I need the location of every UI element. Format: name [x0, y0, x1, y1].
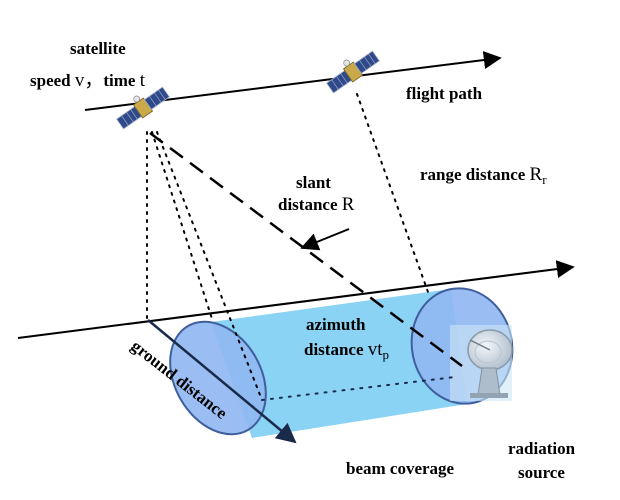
azimuth-distance-label-line2: distance vtp	[304, 339, 389, 362]
beam-coverage-area	[211, 289, 467, 438]
slant-distance-label-line2: distance R	[278, 194, 355, 215]
slant-pointer-arrow	[300, 228, 350, 251]
slant-distance-label-line1: slant	[296, 173, 331, 192]
ground-track-line	[17, 260, 575, 339]
satellite-icon	[326, 50, 380, 94]
radar-dish-icon	[450, 325, 513, 401]
ground-distance-arrow	[147, 319, 297, 444]
radiation-source-label-line1: radiation	[508, 439, 576, 458]
azimuth-distance-label-line1: azimuth	[306, 315, 366, 334]
range-distance-label: range distance Rr	[420, 164, 547, 187]
projection-dotted-line	[156, 131, 263, 401]
beam-coverage-label: beam coverage	[346, 459, 455, 478]
satellite-label: satellite	[70, 39, 126, 58]
radiation-source-label-line2: source	[518, 463, 565, 482]
flight-path-label: flight path	[406, 84, 483, 103]
azimuth-dotted-line	[261, 376, 456, 401]
speed-time-label: speed v，time t	[30, 70, 146, 91]
satellite-icon	[116, 86, 170, 130]
slant-distance-line	[149, 131, 463, 368]
projection-dotted-line	[151, 131, 214, 323]
projection-dotted-line	[356, 93, 429, 293]
